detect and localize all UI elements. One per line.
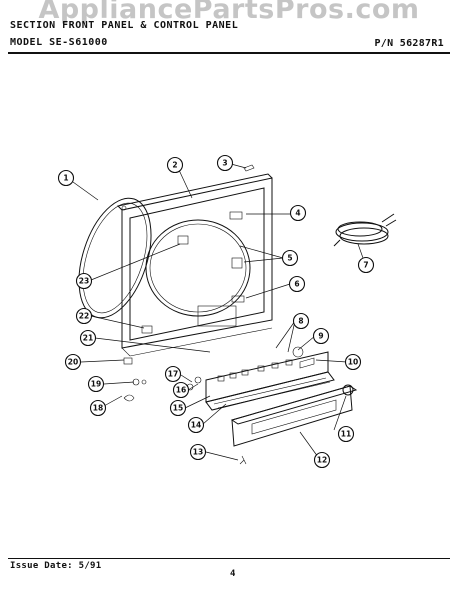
svg-text:12: 12 — [317, 456, 327, 465]
svg-text:23: 23 — [79, 277, 89, 286]
svg-text:19: 19 — [91, 380, 101, 389]
svg-text:3: 3 — [222, 159, 227, 168]
svg-text:9: 9 — [318, 332, 323, 341]
callout-17: 17 — [164, 365, 182, 383]
callout-12: 12 — [313, 451, 331, 469]
callout-23: 23 — [75, 272, 93, 290]
callout-11: 11 — [337, 425, 355, 443]
part-number: P/N 56287R1 — [374, 38, 444, 49]
callout-3: 3 — [216, 154, 234, 172]
front-panel-part — [116, 173, 273, 357]
svg-text:17: 17 — [168, 370, 178, 379]
console-bezel-part — [230, 384, 358, 447]
svg-text:7: 7 — [363, 261, 368, 270]
callout-18: 18 — [89, 399, 107, 417]
svg-text:21: 21 — [83, 334, 93, 343]
svg-text:11: 11 — [341, 430, 351, 439]
callout-2: 2 — [166, 156, 184, 174]
svg-text:22: 22 — [79, 312, 89, 321]
svg-text:16: 16 — [176, 386, 186, 395]
callout-1: 1 — [57, 169, 75, 187]
callout-20: 20 — [64, 353, 82, 371]
svg-text:8: 8 — [298, 317, 303, 326]
callout-21: 21 — [79, 329, 97, 347]
control-board-part — [205, 346, 335, 411]
callout-15: 15 — [169, 399, 187, 417]
svg-text:10: 10 — [348, 358, 358, 367]
svg-text:20: 20 — [68, 358, 78, 367]
wire-harness-part — [333, 213, 397, 247]
callout-5: 5 — [281, 249, 299, 267]
leader-lines — [72, 163, 364, 461]
svg-text:2: 2 — [172, 161, 177, 170]
svg-text:13: 13 — [193, 448, 203, 457]
model-label: MODEL SE-S61000 — [10, 37, 108, 48]
svg-text:1: 1 — [63, 174, 68, 183]
callout-6: 6 — [288, 275, 306, 293]
header-rule — [8, 52, 450, 54]
page-number: 4 — [230, 569, 236, 579]
svg-text:6: 6 — [294, 280, 299, 289]
callout-10: 10 — [344, 353, 362, 371]
svg-text:4: 4 — [295, 209, 300, 218]
svg-text:18: 18 — [93, 404, 103, 413]
callout-8: 8 — [292, 312, 310, 330]
door-glass-part — [78, 197, 152, 319]
callout-14: 14 — [187, 416, 205, 434]
svg-text:14: 14 — [191, 421, 201, 430]
callout-7: 7 — [357, 256, 375, 274]
issue-date: Issue Date: 5/91 — [10, 561, 102, 571]
callout-19: 19 — [87, 375, 105, 393]
section-title: SECTION FRONT PANEL & CONTROL PANEL — [10, 20, 239, 31]
callout-9: 9 — [312, 327, 330, 345]
callout-4: 4 — [289, 204, 307, 222]
svg-text:15: 15 — [173, 404, 183, 413]
footer-rule — [8, 558, 450, 559]
svg-text:5: 5 — [287, 254, 292, 263]
callout-16: 16 — [172, 381, 190, 399]
callout-13: 13 — [189, 443, 207, 461]
callout-22: 22 — [75, 307, 93, 325]
